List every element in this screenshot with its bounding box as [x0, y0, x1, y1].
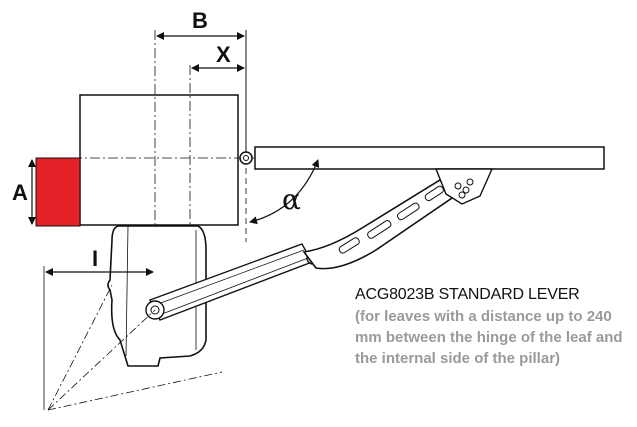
lever-slot-2 — [367, 220, 392, 239]
rotation-ray-2 — [47, 371, 223, 411]
bracket-hole-2 — [462, 186, 470, 194]
opening-angle-arc — [249, 159, 320, 225]
lever-slot-4 — [424, 185, 444, 202]
lever-note: (for leaves with a distance up to 240 mm… — [355, 308, 623, 367]
bracket-hole-3 — [466, 178, 474, 186]
b-label: B — [192, 8, 208, 33]
motor-pivot-center — [150, 305, 160, 315]
hinge — [239, 151, 253, 165]
x-label: X — [216, 42, 231, 67]
lever-arm-inner-line — [157, 249, 305, 305]
leaf-bracket — [434, 168, 494, 205]
pillar — [79, 94, 239, 226]
lever-curved-arm — [302, 178, 454, 270]
rotation-ray-3 — [47, 284, 113, 411]
bracket-hole-1 — [454, 182, 462, 190]
i-label: I — [92, 246, 98, 271]
lever-arm-inner-line-2 — [161, 257, 309, 315]
gate-leaf — [254, 146, 605, 170]
a-label: A — [12, 180, 28, 205]
lever-caption: ACG8023B STANDARD LEVER (for leaves with… — [355, 286, 635, 369]
lever-slot-3 — [396, 202, 420, 221]
dimension-a-block — [35, 157, 81, 227]
bracket-hole-4 — [458, 191, 466, 199]
lever-slot-1 — [338, 237, 360, 254]
hinge-center — [243, 155, 249, 161]
alpha-label: α — [282, 183, 301, 216]
motor-detail-line — [125, 225, 129, 357]
lever-title: ACG8023B STANDARD LEVER — [355, 286, 580, 303]
